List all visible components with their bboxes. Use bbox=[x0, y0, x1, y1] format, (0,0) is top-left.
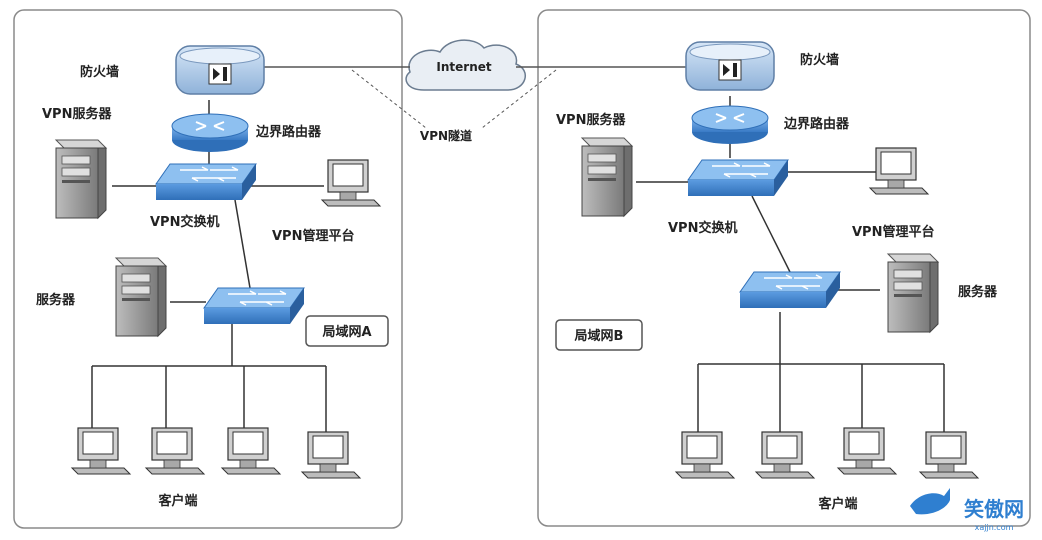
watermark-logo: 笑傲网 xajjn.com bbox=[910, 488, 1024, 532]
client-a-3-icon bbox=[221, 427, 281, 475]
vpn-switch-b-label: VPN交换机 bbox=[668, 220, 737, 236]
firewall-a-icon bbox=[175, 45, 265, 95]
internet-cloud: Internet bbox=[405, 39, 526, 91]
router-b-icon bbox=[691, 105, 769, 145]
client-b-4-icon bbox=[919, 431, 979, 479]
vpn-mgmt-b-label: VPN管理平台 bbox=[852, 224, 934, 240]
edge-router-a-label: 边界路由器 bbox=[255, 124, 322, 140]
vpn-switch-b-icon bbox=[687, 159, 789, 197]
lan-a-badge: 局域网A bbox=[305, 315, 389, 347]
shark-icon bbox=[910, 488, 950, 515]
client-b-1-icon bbox=[675, 431, 735, 479]
clients-b-label: 客户端 bbox=[818, 496, 857, 512]
server-a-icon bbox=[115, 257, 167, 337]
router-a-icon bbox=[171, 113, 249, 153]
lan-b-badge: 局域网B bbox=[555, 319, 643, 351]
internet-label: Internet bbox=[436, 60, 491, 74]
client-a-4-icon bbox=[301, 431, 361, 479]
vpn-switch-a-icon bbox=[155, 163, 257, 201]
clients-a-label: 客户端 bbox=[158, 493, 197, 509]
server-b-label: 服务器 bbox=[958, 284, 998, 300]
lan-a-label: 局域网A bbox=[322, 324, 371, 340]
watermark-url: xajjn.com bbox=[975, 523, 1014, 532]
edge-router-b-label: 边界路由器 bbox=[783, 116, 850, 132]
server-b-icon bbox=[887, 253, 939, 333]
firewall-b-label: 防火墙 bbox=[800, 52, 839, 68]
server-a-label: 服务器 bbox=[36, 292, 76, 308]
tunnel-pointer-a bbox=[351, 69, 427, 129]
vpn-server-a-icon bbox=[55, 139, 107, 219]
vpn-switch-a-label: VPN交换机 bbox=[150, 214, 219, 230]
vpn-tunnel-label: VPN隧道 bbox=[420, 128, 472, 143]
lan-switch-b-icon bbox=[739, 271, 841, 309]
lan-b-label: 局域网B bbox=[575, 328, 624, 344]
vpn-mgmt-a-label: VPN管理平台 bbox=[272, 228, 354, 244]
vpn-mgmt-b-icon bbox=[869, 147, 929, 195]
lan-switch-a-icon bbox=[203, 287, 305, 325]
network-a-frame bbox=[13, 9, 403, 529]
firewall-b-icon bbox=[685, 41, 775, 91]
client-b-2-icon bbox=[755, 431, 815, 479]
tunnel-pointer-b bbox=[481, 69, 557, 129]
vpn-server-b-icon bbox=[581, 137, 633, 217]
client-a-1-icon bbox=[71, 427, 131, 475]
watermark-brand: 笑傲网 bbox=[964, 497, 1024, 521]
client-b-3-icon bbox=[837, 427, 897, 475]
vpn-server-a-label: VPN服务器 bbox=[42, 106, 112, 122]
client-a-2-icon bbox=[145, 427, 205, 475]
network-b-frame bbox=[537, 9, 1031, 527]
firewall-a-label: 防火墙 bbox=[80, 64, 119, 80]
vpn-server-b-label: VPN服务器 bbox=[556, 112, 626, 128]
vpn-mgmt-a-icon bbox=[321, 159, 381, 207]
